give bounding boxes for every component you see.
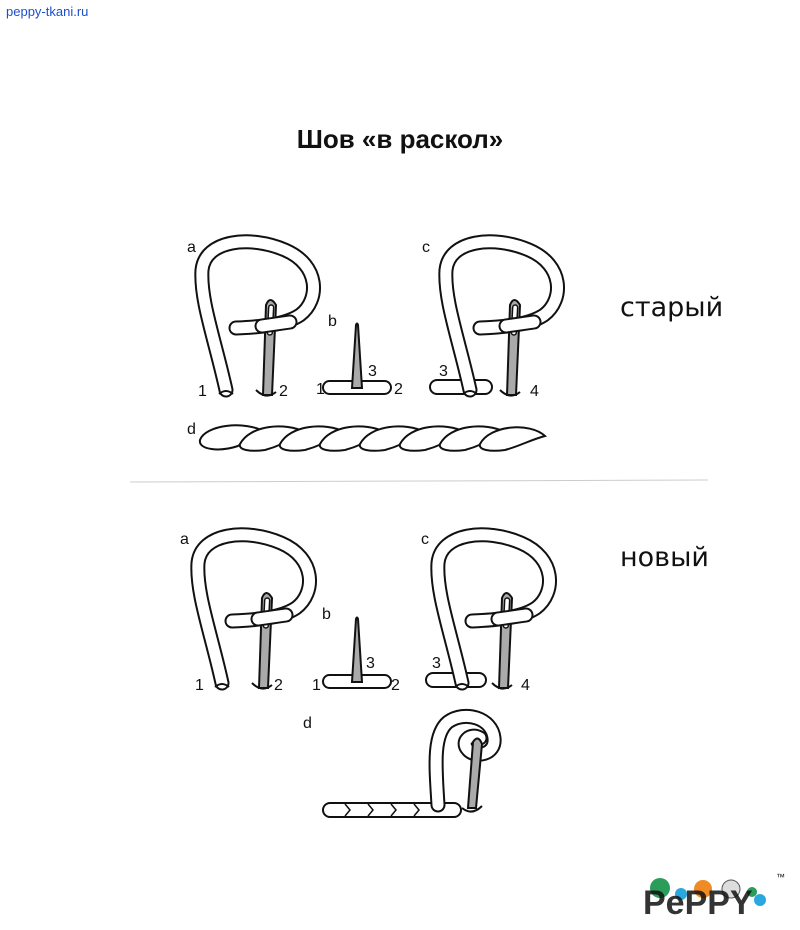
logo-wordmark: PePPY [643, 884, 753, 922]
num: 1 [312, 677, 321, 694]
trademark: ™ [776, 872, 785, 882]
peppy-logo: PePPY ™ [643, 872, 785, 922]
panel-c-illustration [446, 242, 558, 396]
num: 2 [279, 383, 288, 400]
num: 2 [394, 381, 403, 398]
label-c: c [422, 239, 430, 256]
num: 3 [439, 363, 448, 380]
panel-a-illustration [202, 242, 314, 396]
split-stitch-row-new [322, 708, 502, 818]
num: 2 [274, 677, 283, 694]
label-b: b [322, 606, 331, 623]
num: 1 [316, 381, 325, 398]
num: 1 [198, 383, 207, 400]
num: 4 [521, 677, 530, 694]
site-url[interactable]: peppy-tkani.ru [6, 4, 89, 19]
label-a: a [180, 531, 189, 548]
variant-label-old: старый [620, 292, 724, 323]
label-c: c [421, 531, 429, 548]
label-a: a [187, 239, 196, 256]
page-title: Шов «в раскол» [296, 124, 504, 154]
num: 3 [366, 655, 375, 672]
num: 3 [368, 363, 377, 380]
label-d: d [187, 421, 196, 438]
divider [129, 479, 709, 483]
panel-c-illustration [438, 535, 550, 689]
panel-b-illustration [322, 616, 392, 689]
split-stitch-row-old [198, 424, 548, 452]
num: 3 [432, 655, 441, 672]
label-d: d [303, 715, 312, 732]
new-diagram: a 1 2 b 1 2 3 c 3 4 d [180, 531, 550, 818]
variant-label-new: новый [620, 542, 709, 573]
panel-b-illustration [322, 322, 392, 395]
num: 2 [391, 677, 400, 694]
label-b: b [328, 313, 337, 330]
num: 4 [530, 383, 539, 400]
old-diagram: a 1 2 b 1 2 3 c 3 4 d [187, 239, 558, 452]
num: 1 [195, 677, 204, 694]
panel-a-illustration [198, 535, 310, 689]
